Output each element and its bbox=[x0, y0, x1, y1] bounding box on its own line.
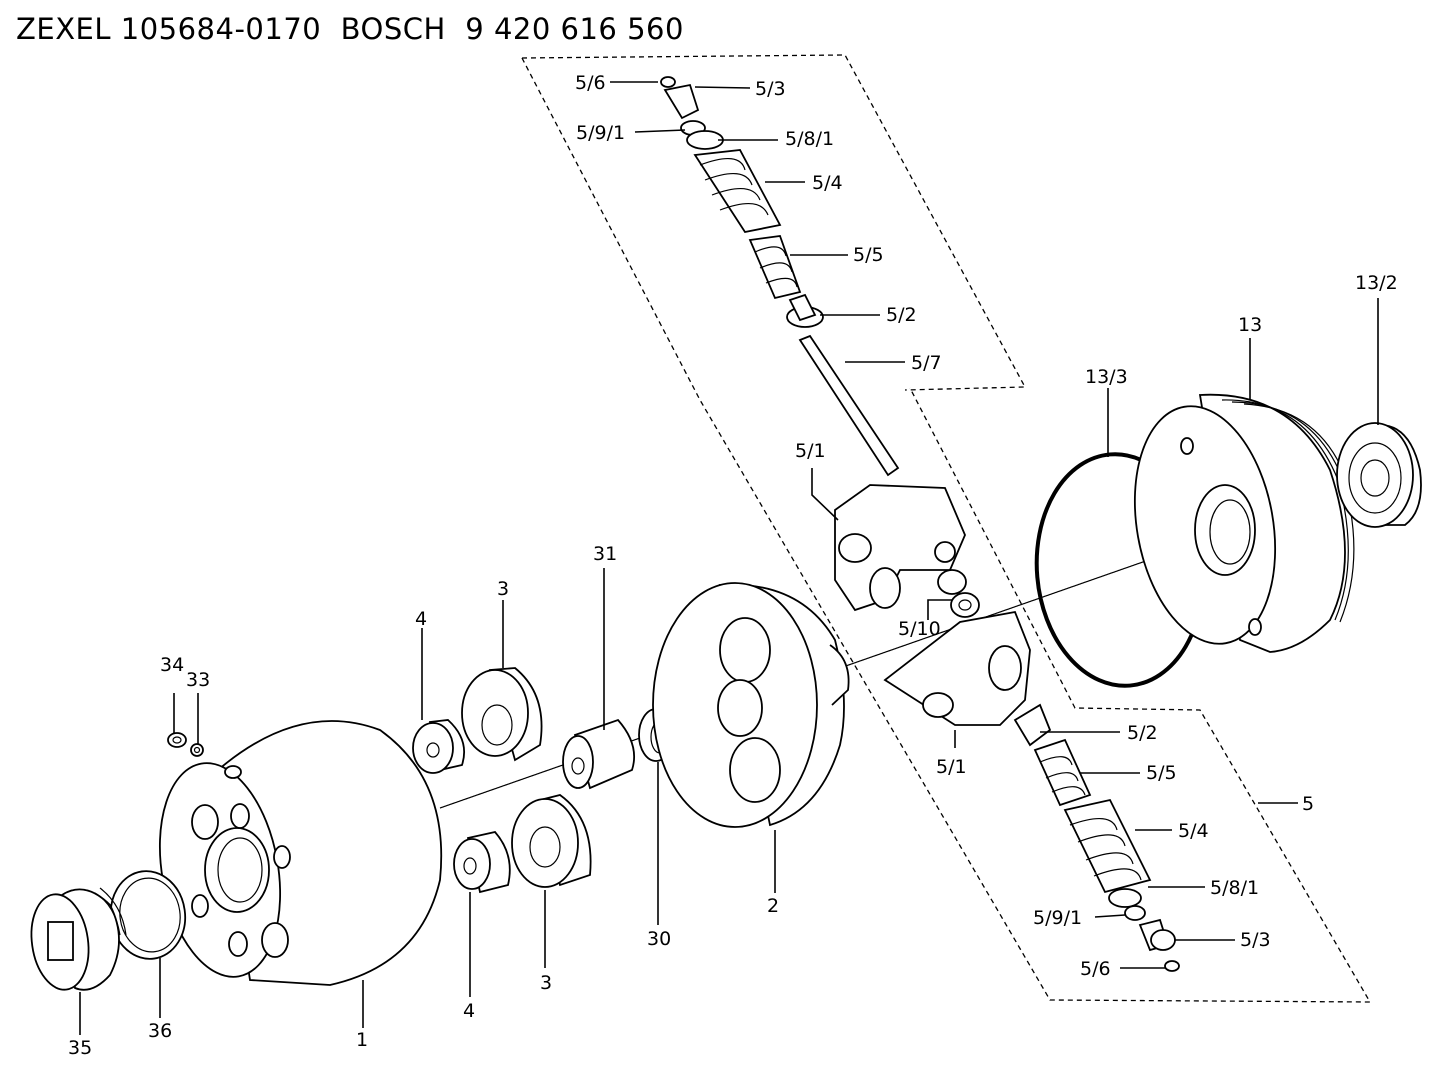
label-4-upper: 4 bbox=[415, 608, 427, 630]
part-13-cover bbox=[1133, 393, 1355, 653]
label-5-3-lower: 5/3 bbox=[1240, 929, 1271, 951]
part-3-lower-bearing bbox=[511, 794, 592, 888]
label-5-5-upper: 5/5 bbox=[853, 244, 884, 266]
part-4-lower-bushing bbox=[453, 831, 511, 894]
label-5-9-1-upper: 5/9/1 bbox=[576, 122, 625, 144]
label-5-7: 5/7 bbox=[911, 352, 942, 374]
label-5-8-1-lower: 5/8/1 bbox=[1210, 877, 1259, 899]
label-5-4-upper: 5/4 bbox=[812, 172, 843, 194]
part-5-1-lower-housing bbox=[883, 610, 1031, 726]
label-3-lower: 3 bbox=[540, 972, 552, 994]
diagram-title: ZEXEL 105684-0170 BOSCH 9 420 616 560 bbox=[16, 12, 684, 46]
label-5-6-lower: 5/6 bbox=[1080, 958, 1111, 980]
label-4-lower: 4 bbox=[463, 1000, 475, 1022]
part-1-pump-body bbox=[158, 720, 443, 986]
label-13-3: 13/3 bbox=[1085, 366, 1128, 388]
label-34: 34 bbox=[160, 654, 184, 676]
label-5-1-upper: 5/1 bbox=[795, 440, 826, 462]
label-31: 31 bbox=[593, 543, 617, 565]
lower-valve-stack bbox=[1013, 703, 1180, 972]
subassembly-5-lower-boundary bbox=[521, 57, 1372, 1003]
label-13: 13 bbox=[1238, 314, 1262, 336]
label-5-2-upper: 5/2 bbox=[886, 304, 917, 326]
label-30: 30 bbox=[647, 928, 671, 950]
label-5-8-1-upper: 5/8/1 bbox=[785, 128, 834, 150]
label-5-5-lower: 5/5 bbox=[1146, 762, 1177, 784]
label-5-4-lower: 5/4 bbox=[1178, 820, 1209, 842]
label-33: 33 bbox=[186, 669, 210, 691]
part-5-10-washer bbox=[937, 569, 980, 618]
leader-lines bbox=[79, 81, 1379, 1035]
upper-valve-stack bbox=[660, 76, 824, 328]
part-3-upper-bearing bbox=[461, 667, 543, 762]
label-5-1-lower: 5/1 bbox=[936, 756, 967, 778]
label-13-2: 13/2 bbox=[1355, 272, 1398, 294]
part-5-1-upper-housing bbox=[834, 484, 966, 612]
label-5: 5 bbox=[1302, 793, 1314, 815]
part-33-washer bbox=[190, 743, 204, 757]
label-5-10: 5/10 bbox=[898, 618, 941, 640]
label-5-2-lower: 5/2 bbox=[1127, 722, 1158, 744]
part-2-cam-disc bbox=[652, 582, 850, 828]
label-35: 35 bbox=[68, 1037, 92, 1059]
label-1: 1 bbox=[356, 1029, 368, 1051]
label-5-6-upper: 5/6 bbox=[575, 72, 606, 94]
part-35-plug bbox=[30, 887, 127, 991]
part-4-upper-bushing bbox=[412, 719, 466, 774]
label-3-upper: 3 bbox=[497, 578, 509, 600]
part-31-sleeve bbox=[562, 718, 636, 790]
label-5-3-upper: 5/3 bbox=[755, 78, 786, 100]
label-36: 36 bbox=[148, 1020, 172, 1042]
part-13-2-bearing bbox=[1336, 422, 1422, 528]
label-2: 2 bbox=[767, 895, 779, 917]
part-5-7-shaft bbox=[798, 334, 900, 477]
subassembly-5-upper-boundary bbox=[521, 54, 1027, 391]
part-34-screw bbox=[167, 732, 187, 748]
label-5-9-1-lower: 5/9/1 bbox=[1033, 907, 1082, 929]
